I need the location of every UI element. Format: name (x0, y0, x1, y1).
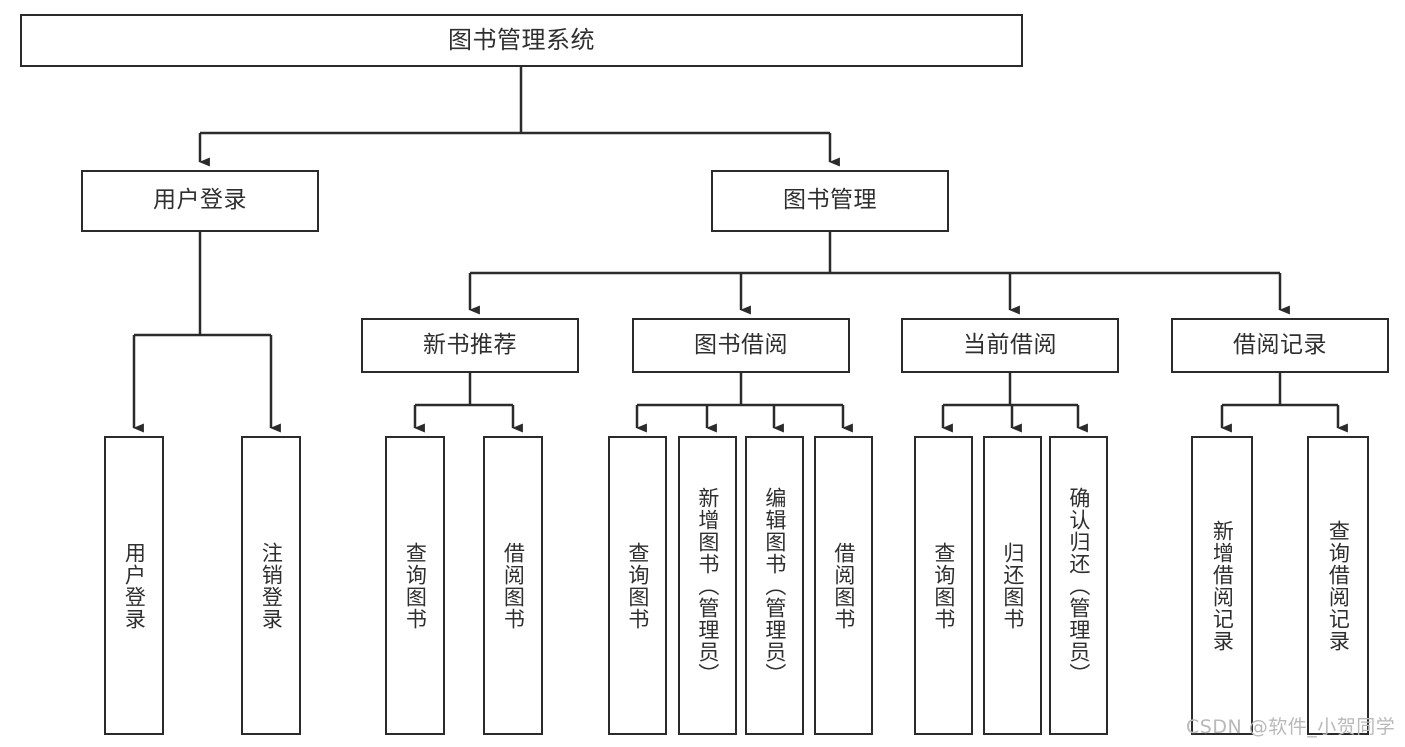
leaf-edit-book-admin[interactable]: 编辑图书（管理员） (745, 436, 804, 735)
leaf-label: 查询图书 (625, 541, 650, 630)
leaf-label: 新增图书（管理员） (695, 486, 720, 685)
leaf-label: 用户登录 (122, 541, 147, 630)
leaf-label: 查询图书 (403, 541, 428, 630)
leaf-query-book-borrow[interactable]: 查询图书 (608, 436, 667, 735)
csdn-watermark: CSDN @软件_小贺同学 (1186, 716, 1396, 738)
leaf-user-login[interactable]: 用户登录 (104, 436, 164, 735)
leaf-return-book[interactable]: 归还图书 (983, 436, 1042, 735)
leaf-label: 注销登录 (259, 541, 284, 630)
leaf-query-book-newbook[interactable]: 查询图书 (385, 436, 445, 735)
node-current-borrow[interactable]: 当前借阅 (901, 318, 1119, 373)
leaf-query-borrow-record[interactable]: 查询借阅记录 (1307, 436, 1369, 735)
leaf-label: 借阅图书 (501, 541, 526, 630)
leaf-add-book-admin[interactable]: 新增图书（管理员） (678, 436, 737, 735)
leaf-label: 查询图书 (931, 541, 956, 630)
leaf-label: 借阅图书 (831, 541, 856, 630)
node-user-login[interactable]: 用户登录 (81, 170, 319, 232)
leaf-borrow-book-newbook[interactable]: 借阅图书 (483, 436, 543, 735)
node-new-book-recommend[interactable]: 新书推荐 (361, 318, 579, 373)
leaf-label: 归还图书 (1000, 541, 1025, 630)
node-book-borrow[interactable]: 图书借阅 (632, 318, 850, 373)
leaf-label: 编辑图书（管理员） (762, 486, 787, 685)
leaf-label: 新增借阅记录 (1210, 519, 1235, 652)
node-root[interactable]: 图书管理系统 (20, 14, 1023, 67)
leaf-borrow-book[interactable]: 借阅图书 (814, 436, 873, 735)
leaf-label: 确认归还（管理员） (1066, 486, 1091, 685)
node-borrow-records[interactable]: 借阅记录 (1171, 318, 1389, 373)
leaf-add-borrow-record[interactable]: 新增借阅记录 (1191, 436, 1253, 735)
leaf-query-book-current[interactable]: 查询图书 (914, 436, 973, 735)
leaf-logout[interactable]: 注销登录 (241, 436, 301, 735)
leaf-confirm-return-admin[interactable]: 确认归还（管理员） (1049, 436, 1108, 735)
node-book-management[interactable]: 图书管理 (711, 170, 949, 232)
leaf-label: 查询借阅记录 (1326, 519, 1351, 652)
